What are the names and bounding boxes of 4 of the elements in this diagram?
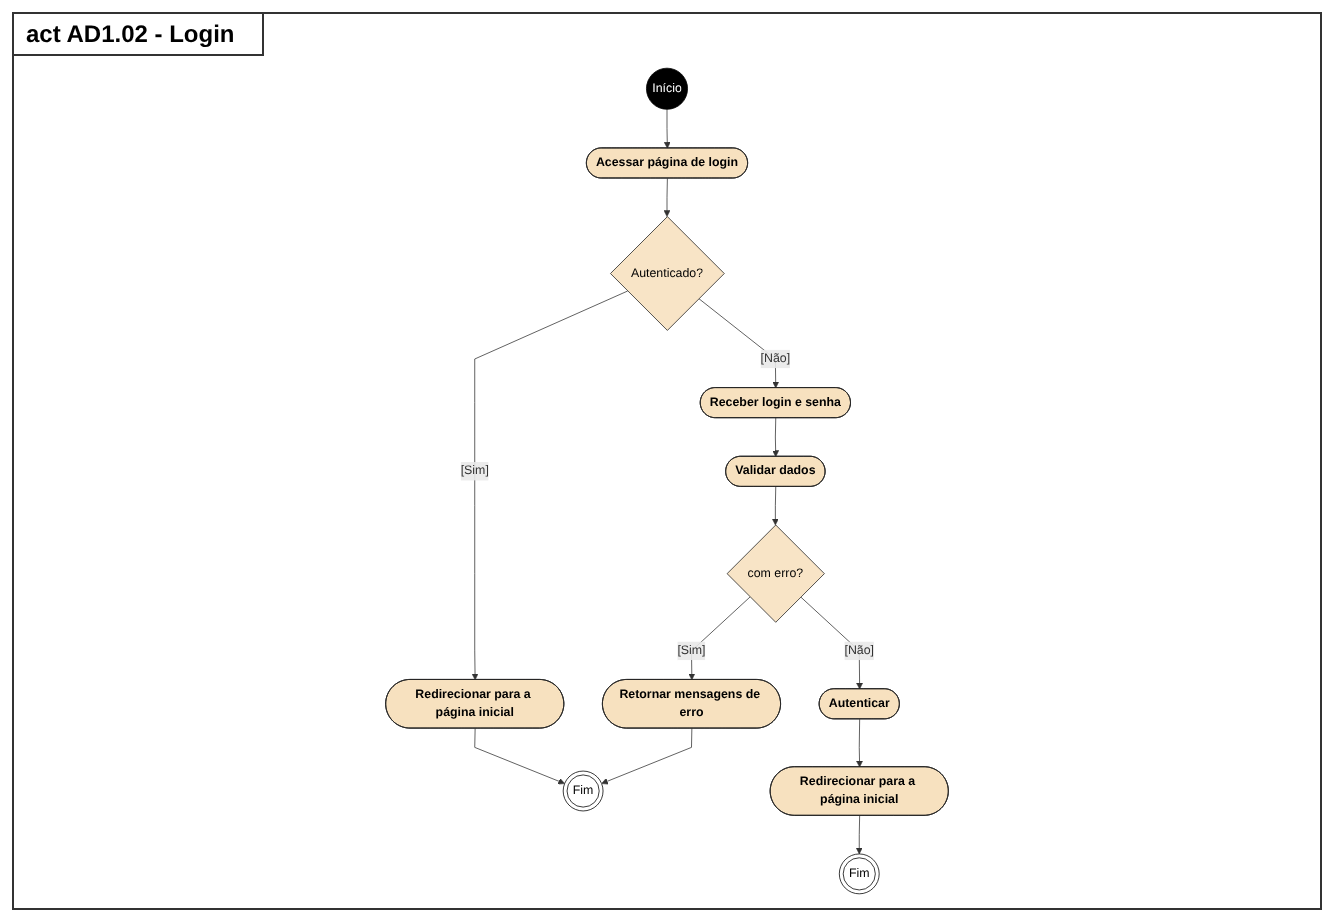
- frame-title: act AD1.02 - Login: [14, 14, 265, 56]
- node-diamond: [726, 524, 825, 623]
- node-circle: [646, 67, 688, 110]
- node-diamond: [610, 216, 725, 331]
